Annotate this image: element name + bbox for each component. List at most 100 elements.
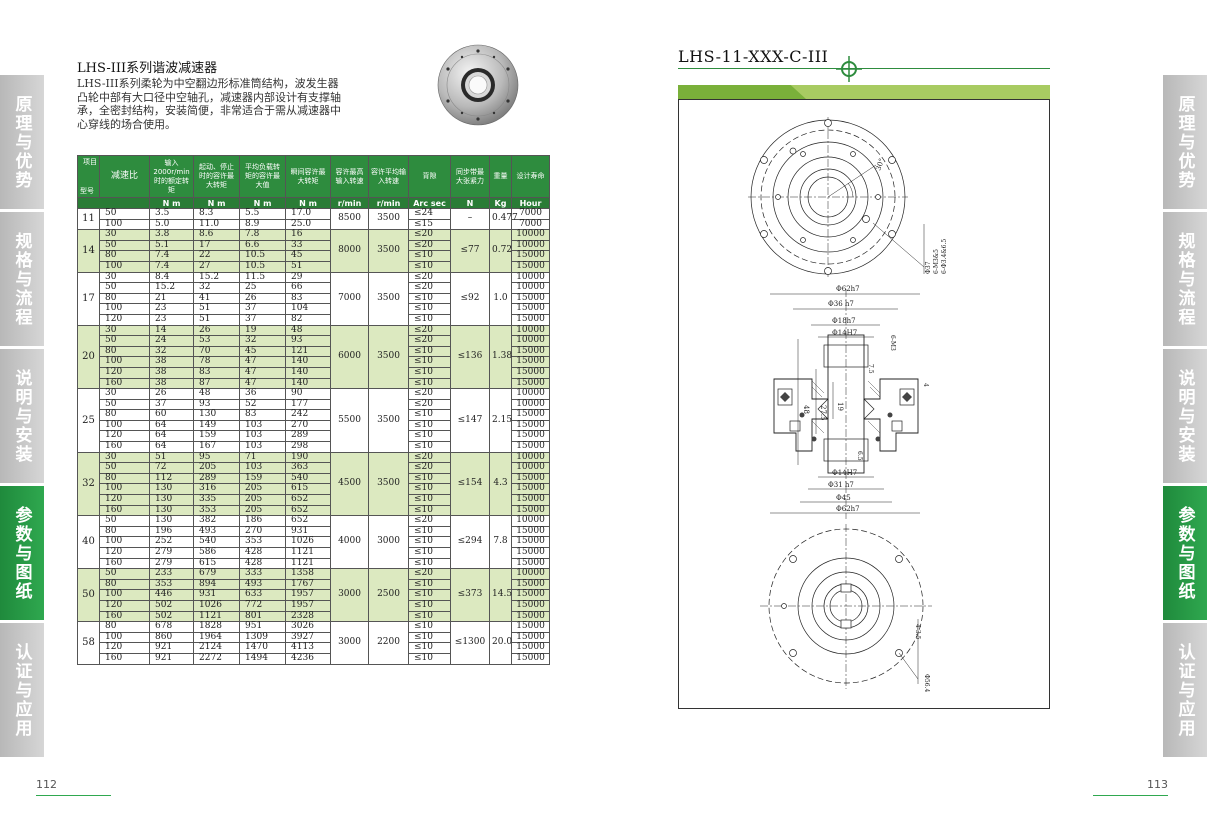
side-tab-label: 认证与应用 bbox=[1174, 642, 1195, 738]
header-item: 项目 bbox=[83, 157, 97, 166]
table-cell: 29 bbox=[285, 271, 332, 284]
table-cell: 1121 bbox=[193, 610, 241, 623]
table-cell: 15000 bbox=[511, 599, 551, 612]
table-cell: 50 bbox=[98, 239, 151, 252]
title-rule bbox=[678, 68, 1050, 69]
table-cell: 80 bbox=[98, 409, 151, 421]
side-tab-principle[interactable]: 原理与优势 bbox=[1163, 75, 1207, 209]
table-cell: ≤10 bbox=[408, 599, 452, 612]
side-tab-install[interactable]: 说明与安装 bbox=[1163, 349, 1207, 483]
side-tab-spec[interactable]: 规格与流程 bbox=[0, 212, 44, 346]
table-cell: 10000 bbox=[511, 388, 551, 400]
unit-cell: N m bbox=[285, 197, 332, 209]
side-tab-cert[interactable]: 认证与应用 bbox=[1163, 623, 1207, 757]
table-cell: 15000 bbox=[511, 260, 551, 273]
table-cell: 353 bbox=[149, 578, 195, 591]
table-cell: 333 bbox=[239, 568, 287, 580]
table-cell: 80 bbox=[98, 621, 151, 633]
table-cell: 40 bbox=[77, 515, 100, 570]
table-cell: 50 bbox=[77, 568, 100, 623]
page-title: LHS-III系列谐波减速器 bbox=[77, 61, 218, 76]
table-cell: 3500 bbox=[368, 207, 410, 231]
table-cell: 38 bbox=[149, 356, 195, 368]
table-cell: 51 bbox=[149, 451, 195, 464]
table-cell: 47 bbox=[239, 356, 287, 368]
section-view bbox=[770, 289, 920, 519]
table-cell: 80 bbox=[98, 525, 151, 538]
table-cell: 5.0 bbox=[149, 218, 195, 231]
table-cell: 10000 bbox=[511, 398, 551, 411]
table-cell: 353 bbox=[239, 536, 287, 548]
dim-d62h7-bottom: Φ62h7 bbox=[836, 505, 860, 513]
table-cell: 51 bbox=[193, 313, 241, 326]
side-tab-cert[interactable]: 认证与应用 bbox=[0, 623, 44, 757]
table-cell: ≤10 bbox=[408, 557, 452, 570]
table-cell: 100 bbox=[98, 303, 151, 315]
table-cell: 47 bbox=[239, 377, 287, 390]
table-cell: 48 bbox=[193, 388, 241, 400]
table-cell: 38 bbox=[149, 377, 195, 390]
table-cell: 100 bbox=[98, 218, 151, 231]
table-cell: 50 bbox=[98, 462, 151, 474]
dim-27-5: 27.5 bbox=[819, 405, 827, 421]
table-cell: 3500 bbox=[368, 451, 410, 517]
table-cell: 4500 bbox=[330, 451, 370, 517]
header-backlash: 背隙 bbox=[408, 155, 452, 198]
table-cell: 90 bbox=[285, 388, 332, 400]
table-cell: 15000 bbox=[511, 536, 551, 548]
table-cell: 3500 bbox=[368, 229, 410, 273]
table-cell: 22 bbox=[193, 250, 241, 262]
unit-cell: Arc sec bbox=[408, 197, 452, 209]
table-cell: ≤20 bbox=[408, 229, 452, 241]
side-tab-principle[interactable]: 原理与优势 bbox=[0, 75, 44, 209]
table-cell: 3.5 bbox=[149, 208, 195, 220]
table-cell: 33 bbox=[285, 239, 332, 252]
table-cell: 860 bbox=[149, 631, 195, 644]
table-cell: 652 bbox=[285, 494, 332, 506]
side-tab-install[interactable]: 说明与安装 bbox=[0, 349, 44, 483]
table-cell: 177 bbox=[285, 398, 332, 411]
table-cell: 1767 bbox=[285, 578, 332, 591]
table-cell: 159 bbox=[239, 472, 287, 485]
side-tab-params[interactable]: 参数与图纸 bbox=[1163, 486, 1207, 620]
header-avg-load: 平均负载转矩的容许最大值 bbox=[239, 155, 287, 198]
table-cell: 140 bbox=[285, 366, 332, 379]
table-cell: 30 bbox=[98, 324, 151, 337]
table-cell: ≤10 bbox=[408, 292, 452, 305]
table-cell: 205 bbox=[239, 483, 287, 496]
spec-table-wrap: 项目 型号 减速比 输入2000r/min时的额定转矩 起动、停止时的容许最大转… bbox=[76, 155, 551, 665]
table-cell: 1026 bbox=[285, 536, 332, 548]
side-tab-params[interactable]: 参数与图纸 bbox=[0, 486, 44, 620]
side-tab-label: 认证与应用 bbox=[11, 642, 32, 738]
header-item-model: 项目 型号 bbox=[77, 155, 100, 198]
table-cell: 78 bbox=[193, 356, 241, 368]
header-life: 设计寿命 bbox=[511, 155, 551, 198]
table-cell: ≤20 bbox=[408, 335, 452, 347]
side-tab-spec[interactable]: 规格与流程 bbox=[1163, 212, 1207, 346]
table-cell: ≤77 bbox=[450, 229, 491, 273]
table-cell: 1964 bbox=[193, 631, 241, 644]
table-cell: 382 bbox=[193, 515, 241, 527]
table-cell: 10000 bbox=[511, 229, 551, 241]
table-cell: 540 bbox=[193, 536, 241, 548]
table-cell: ≤20 bbox=[408, 271, 452, 284]
table-cell: ≤10 bbox=[408, 621, 452, 633]
table-cell: 130 bbox=[193, 409, 241, 421]
table-cell: 100 bbox=[98, 631, 151, 644]
dim-6-m3: 6-M3 bbox=[889, 335, 896, 351]
unit-cell: Hour bbox=[511, 197, 551, 209]
table-cell: 20.0 bbox=[489, 621, 512, 665]
dim-d18h7: Φ18h7 bbox=[832, 317, 856, 325]
dim-holes-2: 6-M3&5 bbox=[933, 249, 940, 274]
